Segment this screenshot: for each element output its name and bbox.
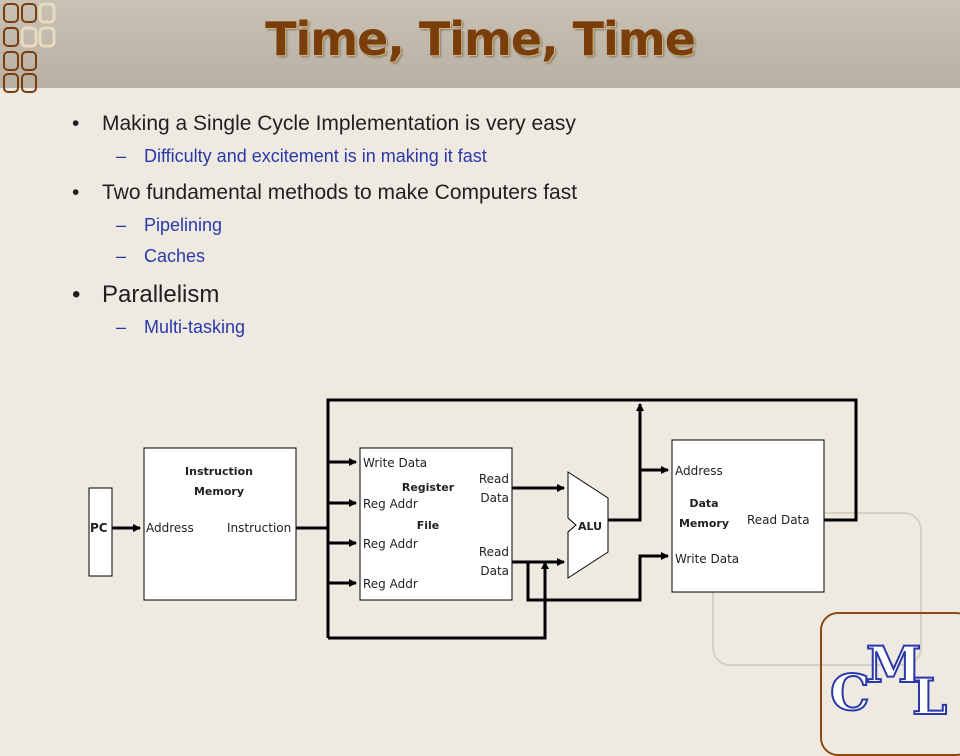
reg-title-1: Register [402,481,455,494]
dash-icon: – [116,317,127,337]
register-file-box [359,447,513,601]
bullet-text: Two fundamental methods to make Computer… [102,181,578,204]
reg-title-2: File [417,519,440,532]
reg-read1-a: Read [479,472,509,486]
dash-icon: – [116,146,127,166]
pc-box [88,487,113,577]
imem-title-1: Instruction [185,465,253,478]
bullet-item: • Two fundamental methods to make Comput… [72,181,892,205]
reg-addr-3-label: Reg Addr [363,577,418,591]
corner-ornament-icon [3,2,56,93]
pc-label: PC [90,521,108,535]
sub-bullet-item: – Difficulty and excitement is in making… [72,146,892,167]
dash-icon: – [116,215,127,235]
reg-write-data-label: Write Data [363,456,427,470]
logo-c: C [830,663,870,720]
sub-bullet-text: Pipelining [144,215,223,235]
sub-bullet-text: Difficulty and excitement is in making i… [144,146,487,166]
bullet-list: • Making a Single Cycle Implementation i… [72,112,892,338]
bullet-item: • Parallelism [72,281,892,309]
wire-writeback-loop [326,398,858,522]
bullet-dot-icon: • [72,181,80,204]
dmem-title-2: Memory [679,517,729,530]
dmem-read-data-label: Read Data [747,513,810,527]
bullet-dot-icon: • [72,112,80,135]
data-memory-box [671,439,825,593]
wire-read2-to-dmem [526,552,669,602]
reg-read1-b: Data [480,491,509,505]
alu-shape [567,471,609,579]
wire-imm-loop [328,561,549,640]
header-band [0,0,960,88]
sub-bullet-item: – Multi-tasking [72,317,892,338]
cml-logo: C M L [829,634,948,720]
dmem-write-data-label: Write Data [675,552,739,566]
datapath-diagram: PC Instruction Memory Address Instructio… [88,398,858,640]
dmem-title-1: Data [689,497,718,510]
imem-title-2: Memory [194,485,244,498]
sub-bullet-item: – Pipelining [72,215,892,236]
logo-l: L [912,667,947,720]
instruction-memory-box [143,447,297,601]
slide-title: Time, Time, Time [265,12,696,66]
reg-addr-1-label: Reg Addr [363,497,418,511]
dash-icon: – [116,246,127,266]
sub-bullet-text: Multi-tasking [144,317,246,337]
logo-m: M [866,635,921,694]
dmem-address-label: Address [675,464,723,478]
alu-label: ALU [578,520,602,533]
reg-addr-2-label: Reg Addr [363,537,418,551]
reg-read2-a: Read [479,545,509,559]
wire-alu-out [608,466,669,522]
bullet-dot-icon: • [72,281,81,308]
reg-read2-b: Data [480,564,509,578]
bullet-text: Parallelism [102,281,220,308]
imem-address-label: Address [146,521,194,535]
sub-bullet-item: – Caches [72,246,892,267]
sub-bullet-text: Caches [144,246,206,266]
imem-instruction-label: Instruction [227,521,291,535]
bullet-text: Making a Single Cycle Implementation is … [102,112,576,135]
bullet-item: • Making a Single Cycle Implementation i… [72,112,892,136]
